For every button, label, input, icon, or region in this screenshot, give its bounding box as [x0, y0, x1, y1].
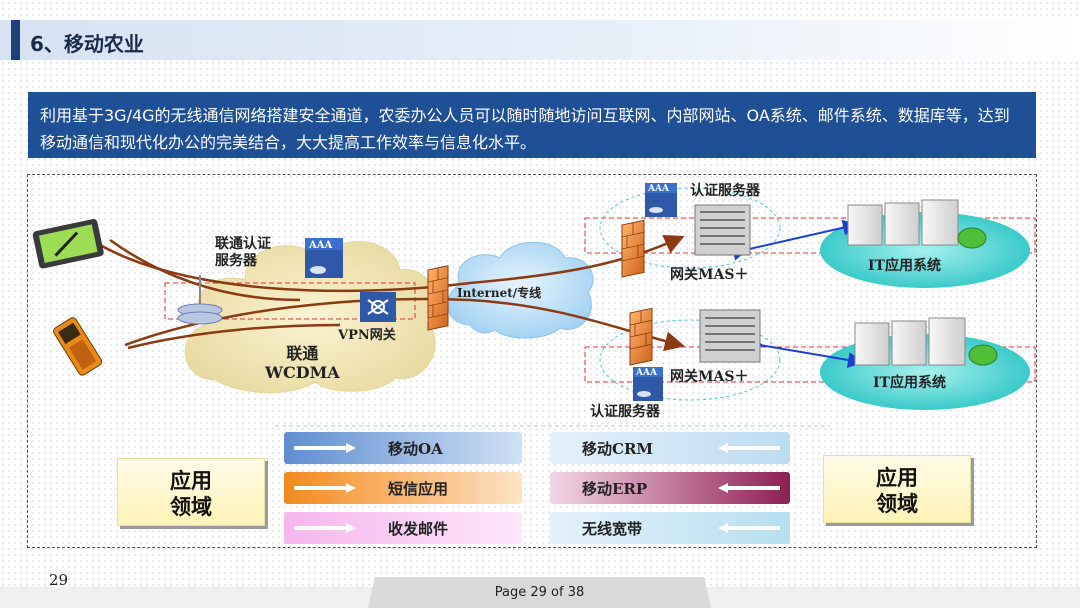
aaa-label-top: AAA	[648, 184, 669, 194]
link-gateway-it-bottom	[746, 335, 864, 368]
app-label: 移动OA	[388, 439, 443, 458]
it-system-bottom-label: IT应用系统	[873, 375, 946, 391]
app-label: 移动ERP	[582, 479, 648, 498]
page-number: 29	[49, 571, 69, 589]
base-station-icon	[177, 275, 223, 325]
unicom-auth-server-label: 联通认证 服务器	[215, 236, 271, 269]
link-tablet	[109, 238, 301, 302]
mobile-phone-icon	[53, 317, 103, 376]
app-bar-mobile-erp: 移动ERP	[550, 472, 790, 504]
aaa-label-unicom: AAA	[309, 240, 333, 251]
link-gateway-it-top	[731, 219, 859, 261]
firewall-icon-center	[427, 265, 449, 331]
it-system-top-label: IT应用系统	[868, 258, 941, 274]
vpn-gateway-label: VPN网关	[338, 328, 396, 343]
gateway-mas-bottom-icon	[699, 309, 761, 363]
app-bar-mobile-oa: 移动OA	[284, 432, 522, 464]
aaa-server-unicom-icon	[305, 238, 343, 278]
gateway-mas-top-label: 网关MAS＋	[670, 267, 749, 283]
gateway-mas-top-icon	[694, 204, 751, 256]
title-accent	[11, 20, 20, 60]
link-phone	[127, 323, 341, 350]
app-label: 收发邮件	[388, 519, 449, 538]
it-servers-bottom-icon	[854, 317, 998, 366]
aaa-server-top-icon	[645, 183, 677, 217]
app-label: 移动CRM	[582, 439, 654, 458]
internet-label: Internet/专线	[457, 286, 542, 300]
aaa-server-bottom-icon	[633, 367, 663, 401]
app-label: 无线宽带	[582, 519, 643, 538]
title-bar	[0, 20, 1080, 60]
app-bar-email: 收发邮件	[284, 512, 522, 544]
app-bar-wireless-broadband: 无线宽带	[550, 512, 790, 544]
aaa-label-bottom: AAA	[636, 368, 657, 378]
description-box: 利用基于3G/4G的无线通信网络搭建安全通道，农委办公人员可以随时随地访问互联网…	[28, 92, 1036, 158]
app-domain-right: 应用 领域	[823, 455, 971, 523]
app-label: 短信应用	[388, 479, 449, 498]
firewall-icon-top	[621, 219, 645, 278]
vpn-tunnel-left	[164, 282, 416, 320]
vpn-tunnel-top	[584, 217, 1036, 254]
arrow-right-icon	[294, 483, 356, 493]
vpn-gateway-icon	[360, 292, 396, 322]
arrow-left-icon	[718, 523, 780, 533]
arrow-right-icon	[294, 443, 356, 453]
arrow-left-icon	[718, 483, 780, 493]
arrow-left-icon	[718, 443, 780, 453]
app-bar-sms: 短信应用	[284, 472, 522, 504]
it-servers-top-icon	[847, 199, 987, 249]
app-domain-left: 应用 领域	[117, 458, 265, 526]
firewall-icon-bottom	[629, 307, 653, 366]
auth-server-top-label: 认证服务器	[690, 183, 760, 199]
internet-cloud	[447, 241, 594, 339]
diagram-frame	[27, 174, 1037, 548]
gateway-mas-bottom-label: 网关MAS＋	[670, 369, 749, 385]
arrow-right-icon	[294, 523, 356, 533]
auth-server-bottom-label: 认证服务器	[590, 404, 660, 420]
unicom-wcdma-label: 联通 WCDMA	[265, 344, 340, 382]
page-title: 6、移动农业	[30, 32, 144, 56]
app-bar-mobile-crm: 移动CRM	[550, 432, 790, 464]
tablet-icon	[32, 219, 104, 269]
page-indicator: Page 29 of 38	[368, 577, 711, 608]
